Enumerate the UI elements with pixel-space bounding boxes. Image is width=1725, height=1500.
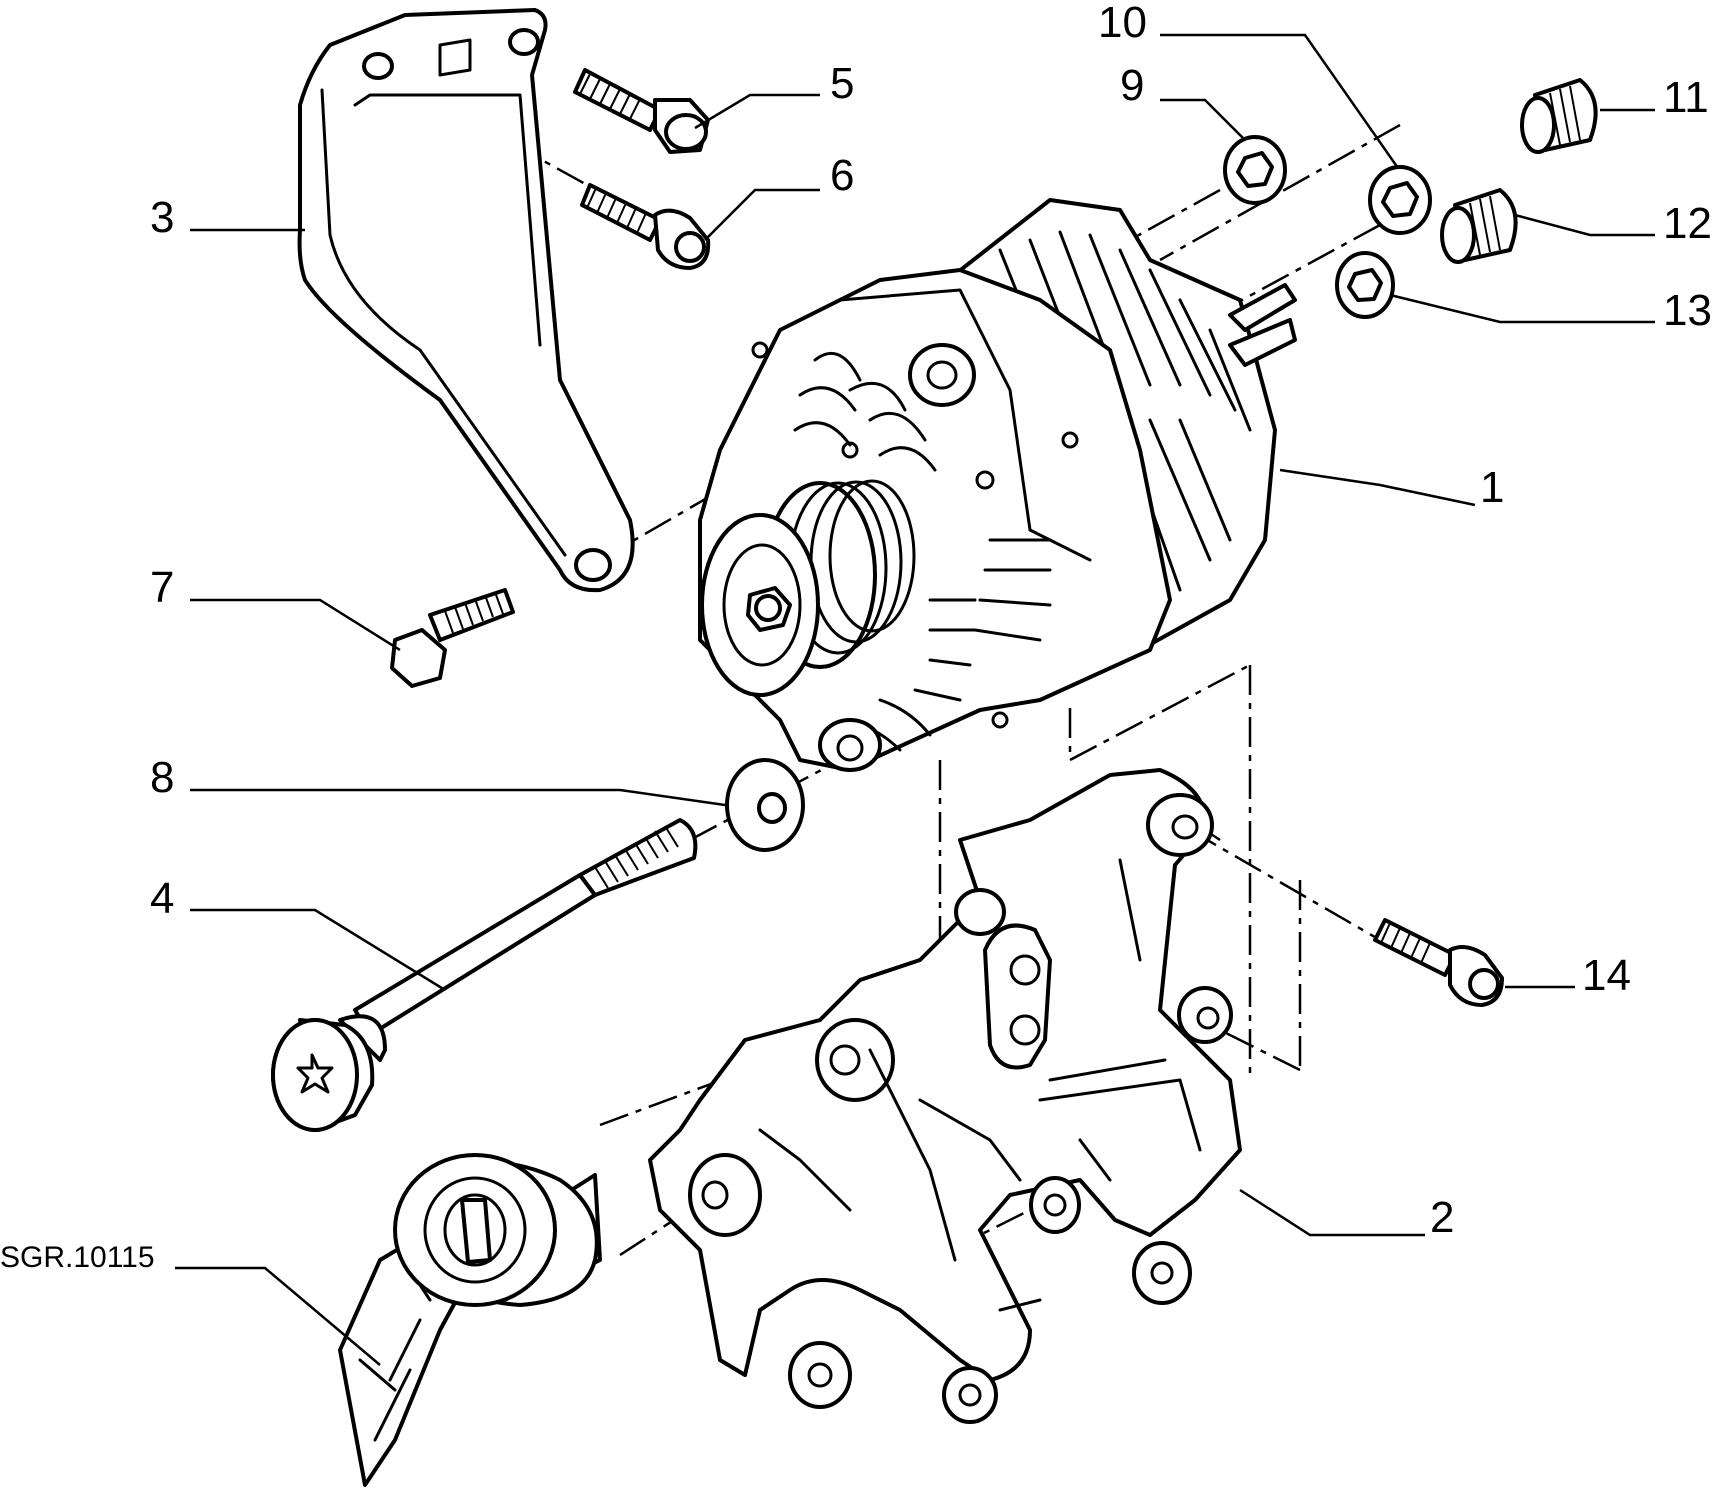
callout-11: 11 xyxy=(1663,73,1709,122)
nut-13 xyxy=(1335,251,1395,319)
callout-13: 13 xyxy=(1663,286,1712,335)
callout-12: 12 xyxy=(1663,199,1712,248)
callout-4: 4 xyxy=(150,874,174,923)
reference-code: SGR.10115 xyxy=(0,1241,155,1274)
bolt-7 xyxy=(390,588,515,688)
bolt-14 xyxy=(1373,918,1504,1007)
callout-3: 3 xyxy=(150,193,174,242)
callout-2: 2 xyxy=(1430,1193,1454,1242)
callout-8: 8 xyxy=(150,753,174,802)
callout-5: 5 xyxy=(830,59,854,108)
nut-10 xyxy=(1368,165,1432,235)
callout-6: 6 xyxy=(830,151,854,200)
bracket-lower xyxy=(648,768,1242,1424)
alternator xyxy=(698,198,1297,772)
spacer-12 xyxy=(1440,188,1518,264)
callout-10: 10 xyxy=(1098,0,1147,47)
bolt-4 xyxy=(271,818,698,1132)
belt-tensioner xyxy=(338,1153,602,1487)
spacer-11 xyxy=(1520,78,1598,154)
callout-7: 7 xyxy=(150,563,174,612)
callout-labels: 1 2 3 4 5 6 7 8 9 10 11 12 13 14 SGR.101… xyxy=(0,0,1712,1274)
bolt-5 xyxy=(573,68,710,154)
nut-9 xyxy=(1223,135,1287,205)
callout-14: 14 xyxy=(1582,951,1631,1000)
callout-9: 9 xyxy=(1120,61,1144,110)
leader-lines xyxy=(175,33,1655,1366)
washer-8 xyxy=(725,758,805,852)
bolt-6 xyxy=(580,183,711,270)
callout-1: 1 xyxy=(1480,463,1504,512)
